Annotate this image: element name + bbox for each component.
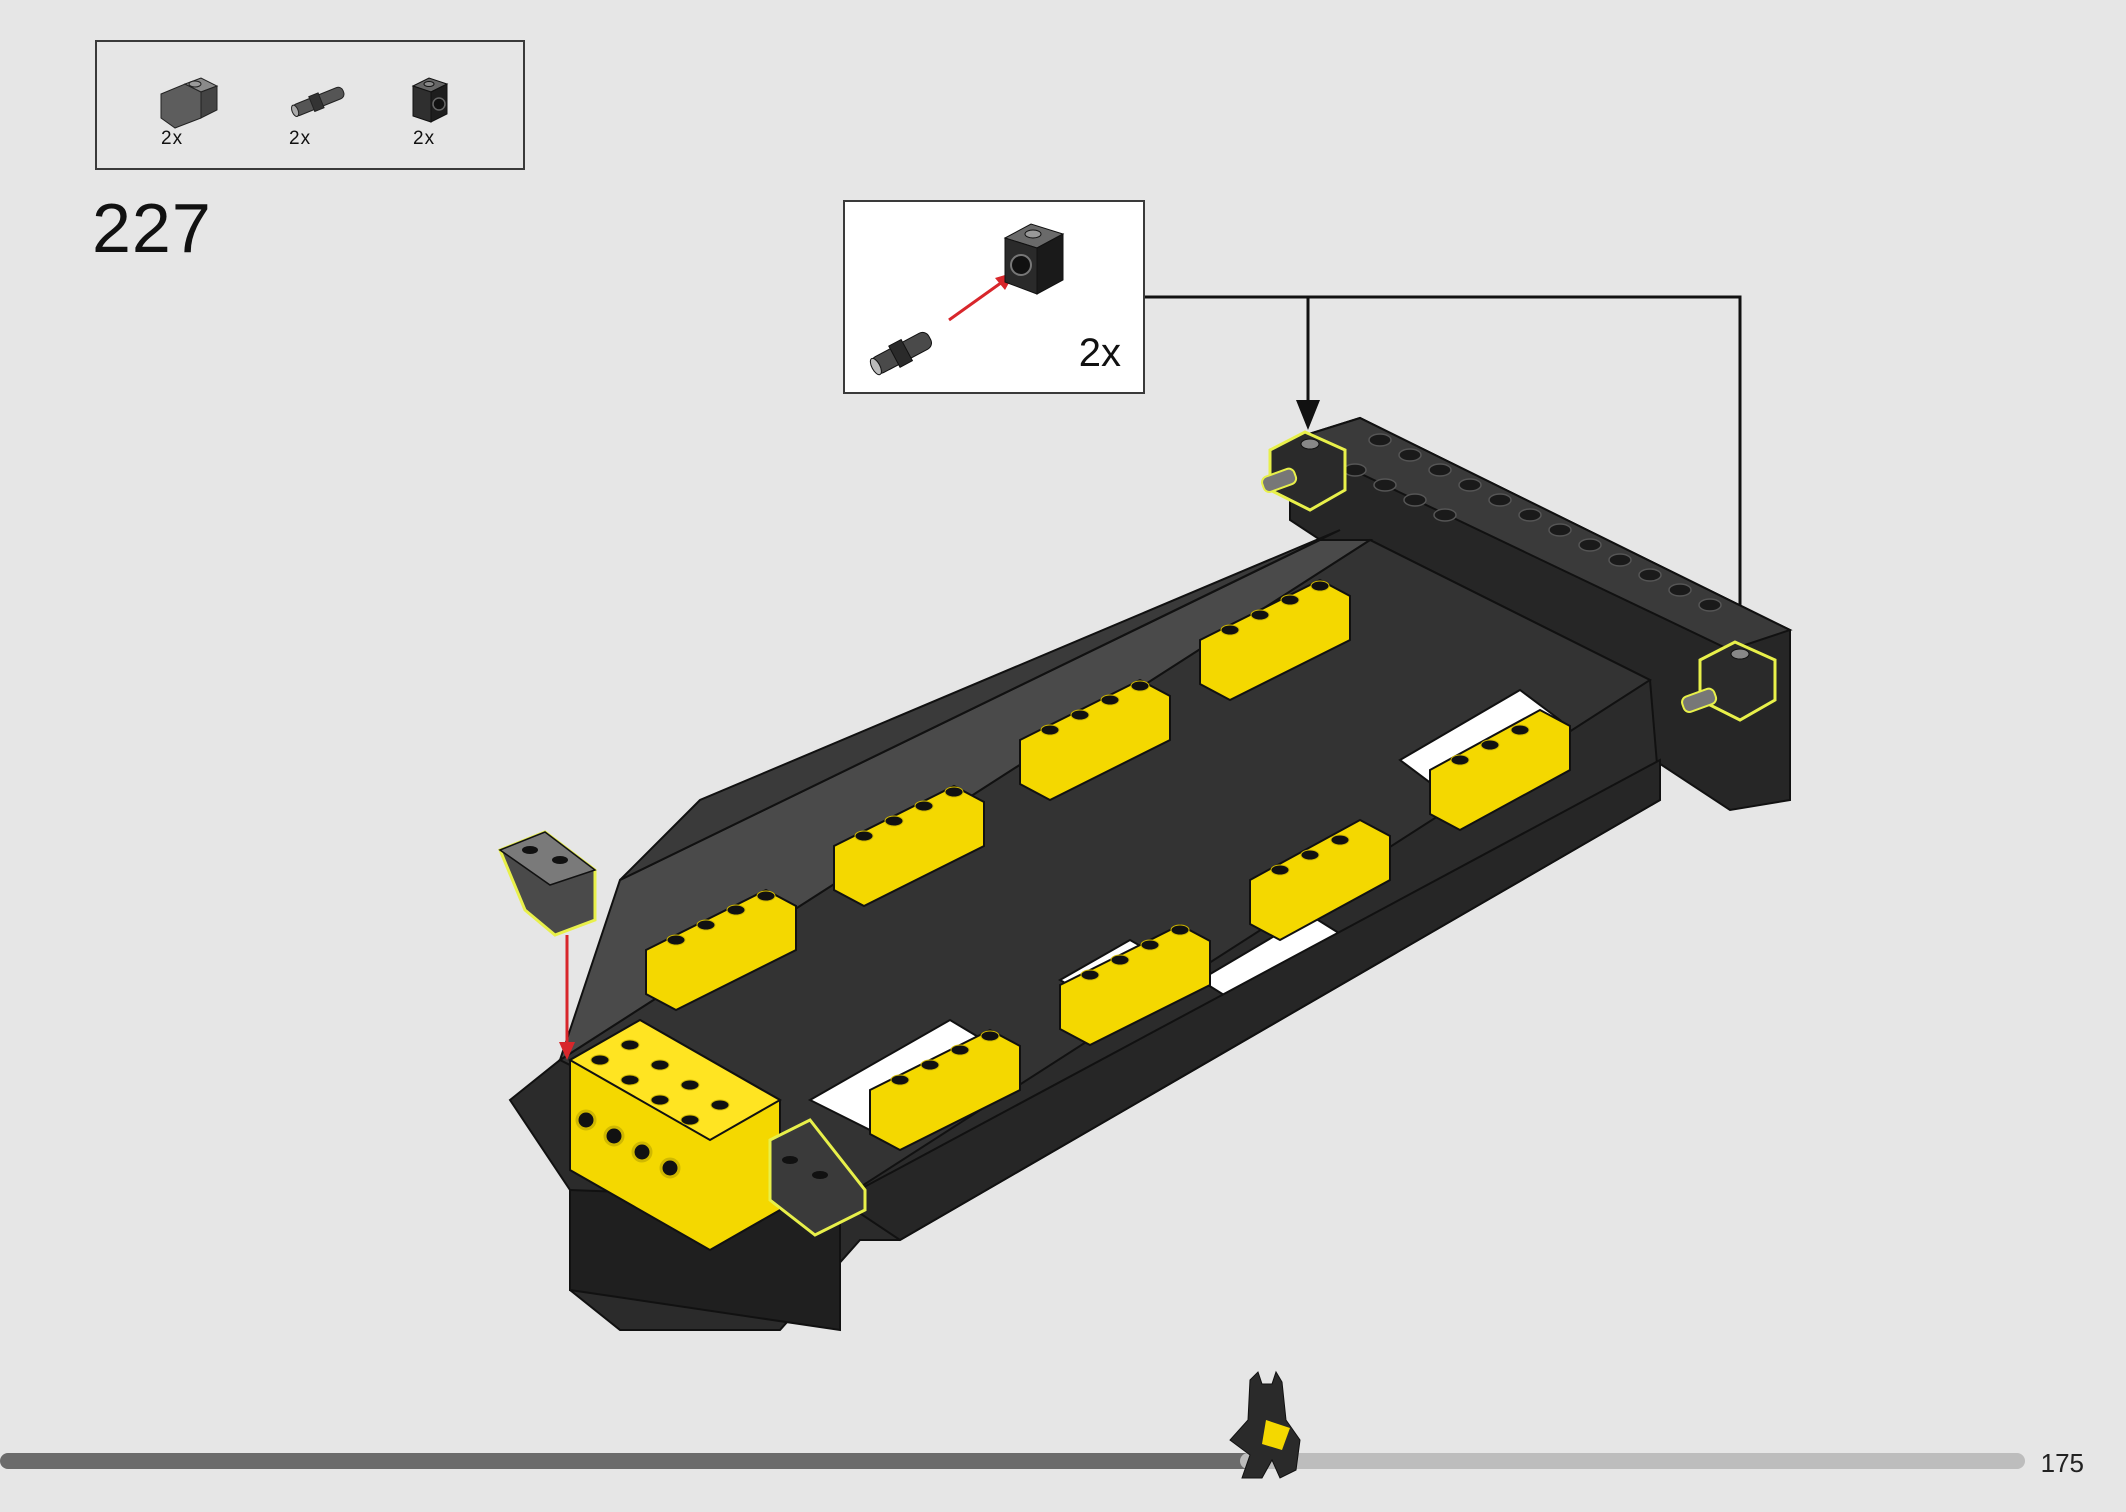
mascot-icon xyxy=(1229,1370,1301,1479)
technic-brick-icon xyxy=(1003,223,1065,295)
yellow-front-holes xyxy=(575,1109,681,1179)
studs-rear xyxy=(1343,433,1722,612)
arrow-down-icon xyxy=(559,1042,575,1060)
progress-bar xyxy=(0,1453,2025,1469)
sub-assembly-callout: 2x xyxy=(843,200,1145,394)
parts-item-qty: 2x xyxy=(161,128,184,149)
parts-item-slope: 2x xyxy=(155,72,255,162)
pin-icon xyxy=(869,331,932,376)
parts-item-qty: 2x xyxy=(289,128,312,149)
parts-item-qty: 2x xyxy=(413,128,436,149)
sub-assembly-icon xyxy=(869,223,1065,376)
sub-assembly-qty: 2x xyxy=(1078,331,1121,375)
yellow-studs xyxy=(590,580,1530,1126)
parts-item-technic-brick: 2x xyxy=(407,72,507,162)
new-part-technic-brick-left xyxy=(1261,430,1347,512)
page-number: 175 xyxy=(2040,1448,2084,1478)
parts-list-box: 2x 2x 2x xyxy=(95,40,525,170)
step-number: 227 xyxy=(92,189,212,267)
callout-connector-lines xyxy=(1145,295,1742,640)
parts-item-pin: 2x xyxy=(283,72,383,162)
new-part-technic-brick-right xyxy=(1681,640,1777,722)
new-part-slope-placed xyxy=(768,1118,867,1237)
arrow-down-icon xyxy=(1296,400,1320,430)
technic-brick-icon xyxy=(411,77,449,123)
new-part-slope-floating xyxy=(498,830,597,937)
slope-brick-icon xyxy=(160,77,219,129)
pin-icon xyxy=(291,86,345,117)
